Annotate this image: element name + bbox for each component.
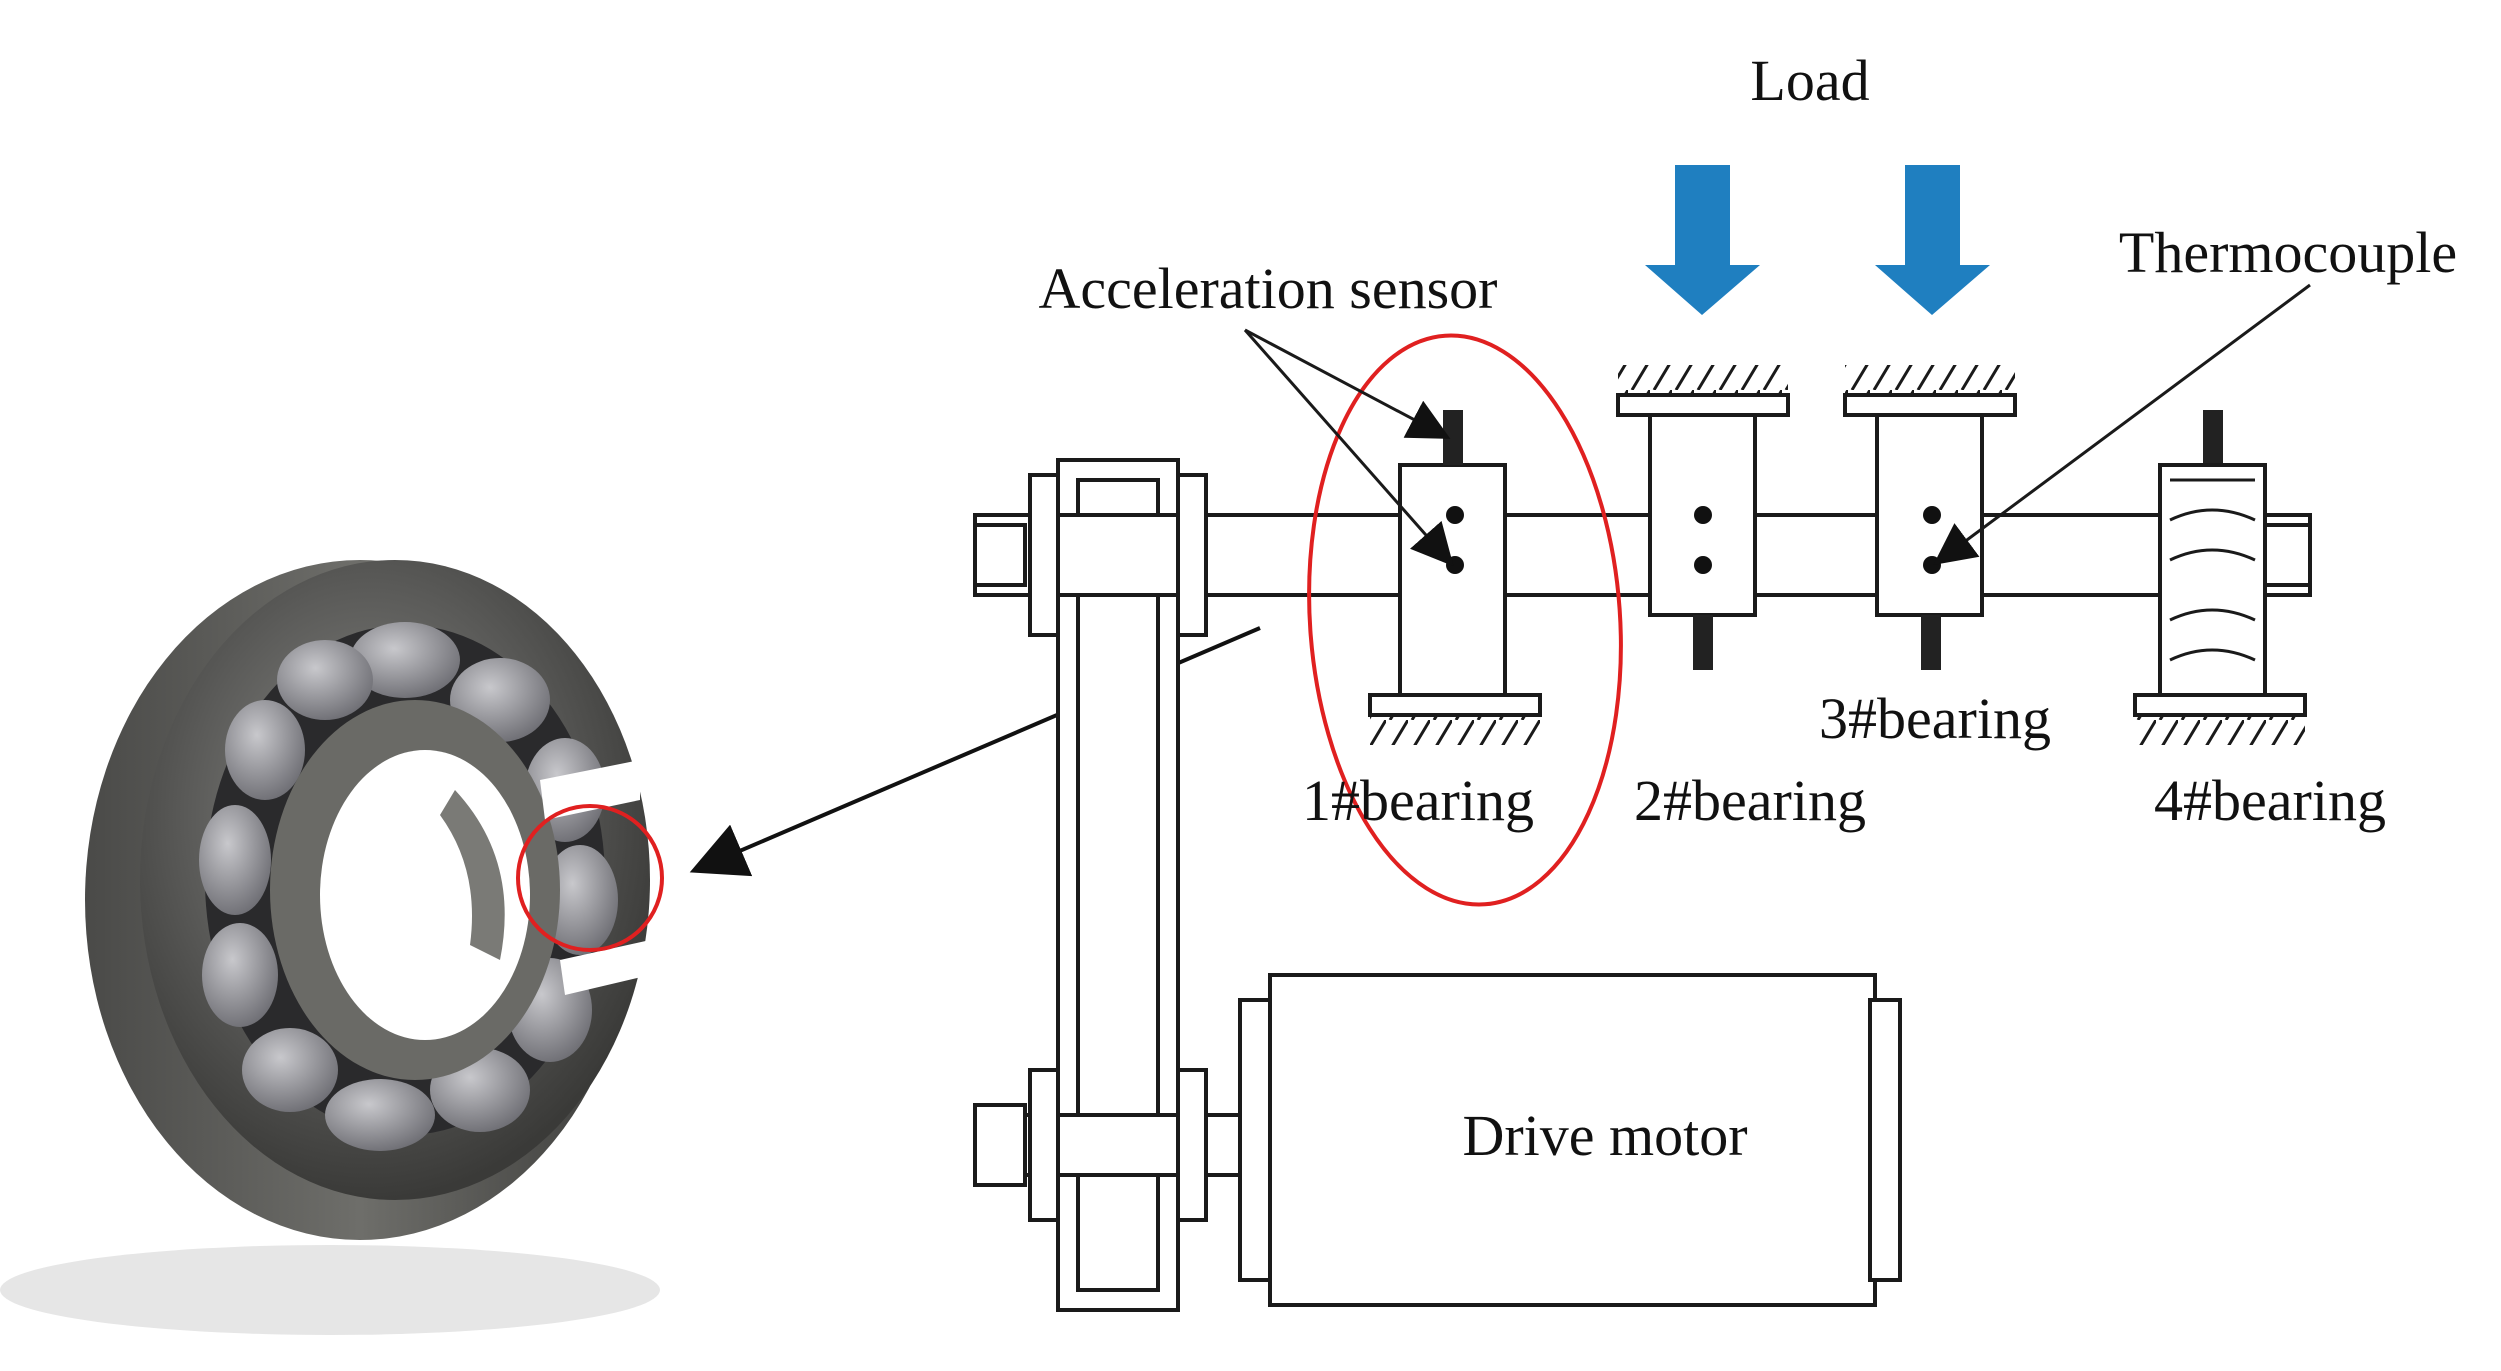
bore-inner-surface [440,790,505,960]
load-label: Load [1750,48,1869,113]
bearing-1-sensor-dot-1 [1446,506,1464,524]
bearing-1-sensor-top [1443,410,1463,465]
floor-shadow [0,1245,660,1335]
motor-end-cap-right [1868,998,1902,1282]
bearing-1-base [1368,693,1542,717]
bearing-3-ground-hatch [1845,365,2015,395]
sensor-pointer-side [1243,329,1454,567]
bearing-3-sensor-bottom [1921,615,1941,670]
shaft-end-left [973,523,1027,587]
motor-shaft-end-left [973,1103,1027,1187]
bearing-1 [1368,410,1542,745]
bearing-1-housing [1398,463,1507,697]
shaft-end-right [2263,523,2312,587]
bearing-1-ground-hatch [1370,715,1540,745]
motor-shaft [1023,1113,1267,1177]
bearing-2-top-plate [1616,393,1790,417]
bearing-4 [2133,410,2307,745]
bearing-2-sensor-bottom [1693,615,1713,670]
bearing-2 [1616,365,1790,670]
bearing-2-dot-2 [1694,556,1712,574]
main-shaft [973,513,2312,597]
bearing-4-label: 4#bearing [2154,768,2386,833]
bearing-4-ground-hatch [2135,715,2305,745]
bearing-4-base [2133,693,2307,717]
drive-motor-label: Drive motor [1462,1103,1747,1168]
bearing-3d-render [0,560,664,1335]
bearing-4-inner-detail [2169,478,2256,662]
bearing-4-sensor-top [2203,410,2223,465]
load-arrow-2 [1875,165,1990,315]
schematic [973,165,2312,1312]
load-arrow-1 [1645,165,1760,315]
bearing-1-label: 1#bearing [1302,768,1534,833]
lower-pulley-collar-left [1028,1068,1060,1222]
cutaway-notch-top [540,760,640,820]
bearing-3 [1843,365,2017,670]
defect-highlight-circle [516,804,664,952]
pulley-collar-right [1176,473,1208,637]
bearing-3-label: 3#bearing [1819,686,2051,751]
bearing-3-dot-1 [1923,506,1941,524]
bearing-2-dot-1 [1694,506,1712,524]
bearing-3-top-plate [1843,393,2017,417]
sensor-pointer-top [1244,328,1451,439]
lower-pulley-collar-right [1176,1068,1208,1222]
drive-motor-body [1268,973,1877,1307]
bearing-3-dot-2 [1923,556,1941,574]
thermocouple-pointer [1933,283,2311,566]
pulley-collar-left [1028,473,1060,637]
thermocouple-label: Thermocouple [2119,220,2457,285]
bearing-4-housing [2158,463,2267,697]
acceleration-sensor-label: Acceleration sensor [1039,256,1498,321]
cutaway-notch-bottom [560,940,650,995]
bearing-2-label: 2#bearing [1634,768,1866,833]
bearing-1-highlight-ellipse [1307,333,1623,907]
bearing-2-ground-hatch [1618,365,1788,395]
